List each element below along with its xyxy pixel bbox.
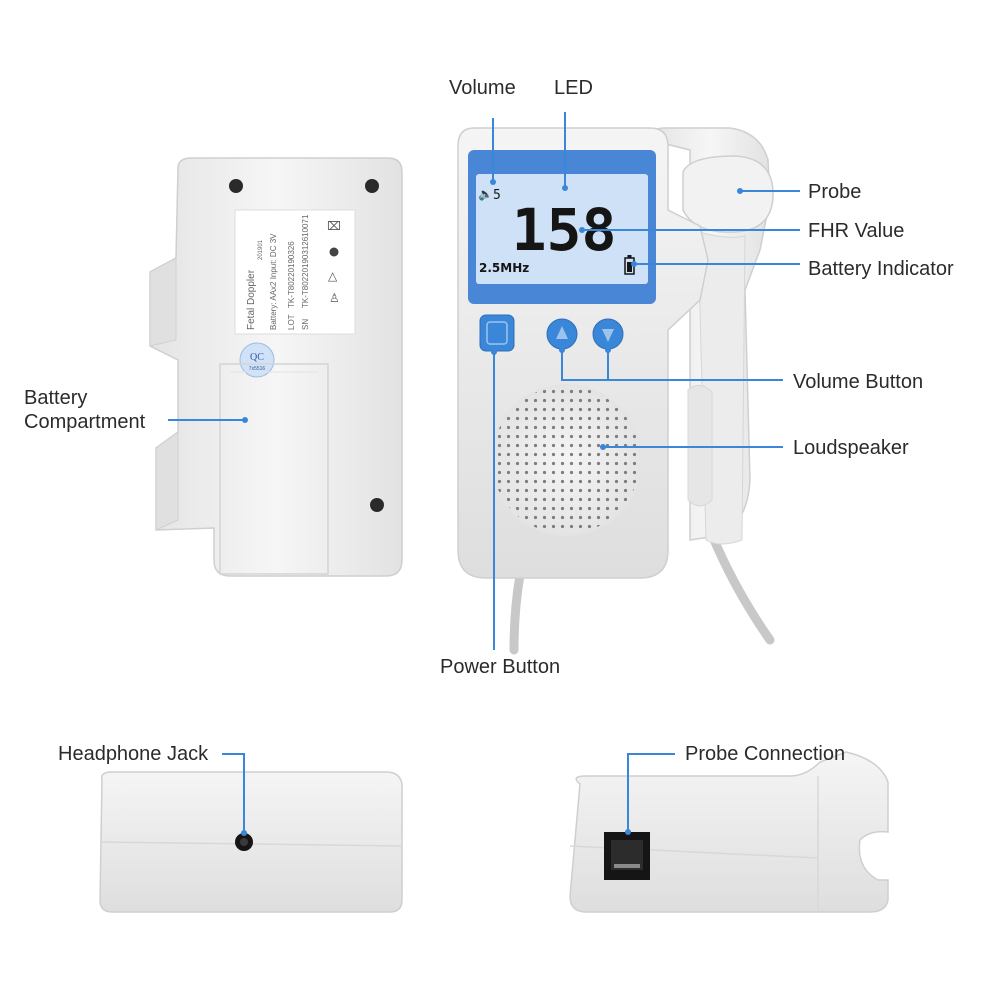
- screw-hole: [365, 179, 379, 193]
- probe-cable: [707, 530, 775, 645]
- manufacture-date: 201901: [258, 239, 264, 260]
- product-name: Fetal Doppler: [246, 269, 257, 330]
- device-bottom-view: [99, 771, 403, 913]
- back-label-sticker: [234, 209, 356, 335]
- back-label-text: Fetal Doppler Battery: AAx2 Input: DC 3V…: [246, 214, 310, 330]
- probe-head: [682, 155, 774, 233]
- bf-type-icon: ♙: [329, 291, 340, 305]
- screw-hole: [229, 179, 243, 193]
- speaker-holes: [492, 386, 640, 534]
- battery-spec: Battery: AAx2 Input: DC 3V: [269, 233, 278, 330]
- lcd-frequency: 2.5MHz: [479, 261, 529, 275]
- arrow-down-icon: [602, 329, 614, 342]
- label-loudspeaker: Loudspeaker: [793, 437, 909, 459]
- warning-icon: △: [328, 269, 338, 283]
- lot-tag: LOT: [287, 314, 296, 330]
- arrow-up-icon: [556, 326, 568, 339]
- lcd-volume-level: 5: [493, 188, 501, 203]
- sn-tag: SN: [301, 319, 310, 330]
- callout-headphone: [222, 753, 245, 833]
- battery-cover: [219, 363, 329, 575]
- recycle-bin-icon: ⌧: [327, 219, 341, 233]
- device-back-view: Fetal Doppler Battery: AAx2 Input: DC 3V…: [149, 157, 403, 577]
- qc-number: 7x5516: [249, 366, 266, 372]
- power-icon: [486, 321, 508, 345]
- qc-text: QC: [250, 352, 264, 363]
- label-battery-indicator: Battery Indicator: [808, 258, 954, 280]
- lcd-screen: [476, 174, 648, 284]
- label-probe-connection: Probe Connection: [685, 743, 846, 765]
- power-button[interactable]: [479, 314, 515, 352]
- label-probe: Probe: [808, 181, 862, 203]
- instruction-icon: [329, 247, 339, 257]
- callout-dots: [241, 179, 743, 836]
- label-led: LED: [554, 77, 593, 99]
- label-volume: Volume: [449, 77, 516, 99]
- label-battery-compartment: Battery Compartment: [24, 387, 146, 433]
- screw-hole: [370, 498, 384, 512]
- label-power-button: Power Button: [440, 656, 561, 678]
- lot-value: TK-T80220190326: [287, 241, 296, 308]
- label-headphone-jack: Headphone Jack: [58, 743, 209, 765]
- callout-volume-buttons: [561, 350, 609, 381]
- callout-lines: [168, 112, 800, 833]
- speaker-icon: 🔈: [478, 187, 493, 201]
- device-front-view: 🔈 5 158 2.5MHz: [457, 127, 775, 655]
- qc-sticker: [239, 342, 275, 378]
- label-fhr-value: FHR Value: [808, 220, 905, 242]
- callout-probe-connection: [627, 753, 675, 832]
- label-volume-button: Volume Button: [793, 371, 924, 393]
- device-top-view: [569, 751, 889, 913]
- sn-value: TK-T80220190312610071: [301, 214, 310, 308]
